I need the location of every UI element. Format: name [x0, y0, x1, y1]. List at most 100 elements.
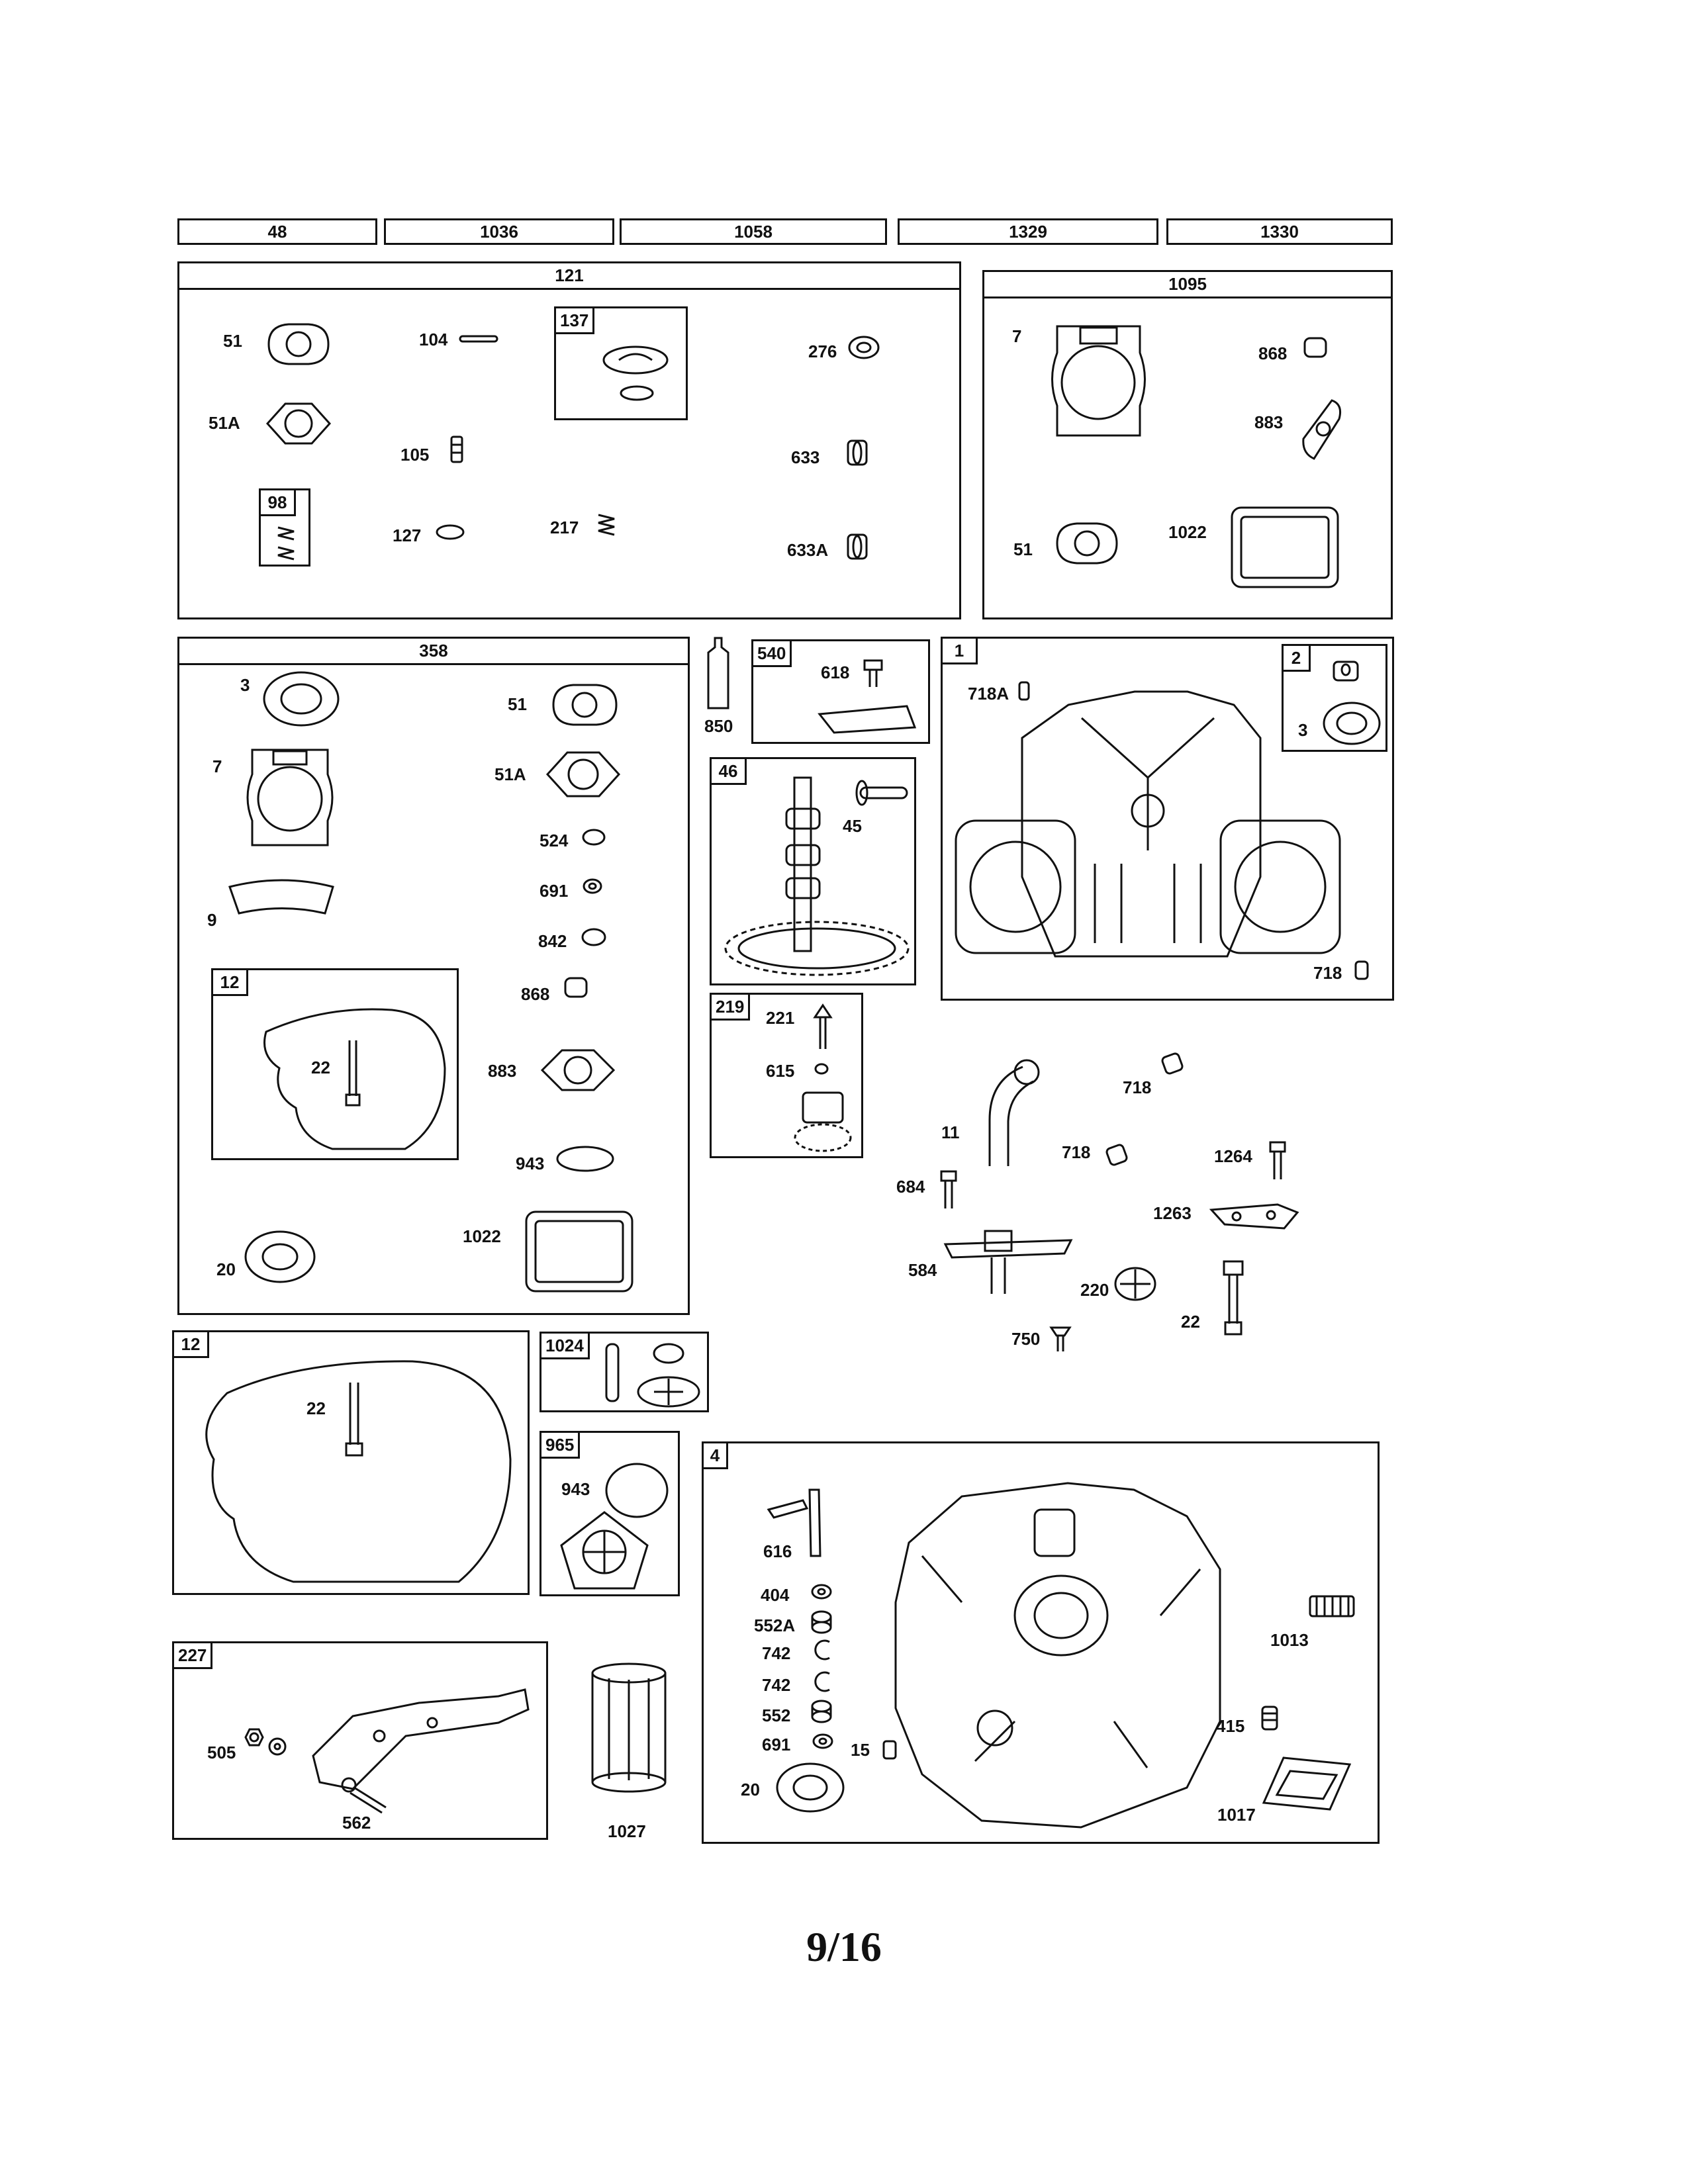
part-label: 691 — [539, 881, 569, 901]
dowel-icon — [1354, 960, 1369, 980]
crankcase-gasket-icon — [263, 1008, 446, 1150]
spring-icon — [277, 526, 295, 561]
part-label: 562 — [342, 1813, 371, 1833]
pin-icon — [605, 1343, 620, 1402]
rotor-icon — [637, 1343, 700, 1408]
part-label: 51A — [209, 413, 240, 433]
bushing-icon — [847, 439, 868, 466]
washer-icon — [812, 1733, 833, 1749]
part-label: 943 — [561, 1479, 590, 1499]
part-label: 1264 — [1214, 1146, 1252, 1166]
o-ring-icon — [581, 928, 606, 946]
part-box-1036: 1036 — [384, 218, 614, 245]
washer-icon — [436, 524, 465, 540]
part-label: 883 — [488, 1061, 517, 1081]
valve-icon — [450, 435, 463, 463]
bushing-icon — [811, 1700, 832, 1723]
o-ring-icon — [620, 385, 654, 401]
cylinder-assembly-1: 1 718A 718 2 3 — [941, 637, 1394, 1001]
sub-kit-tag: 2 — [1282, 644, 1311, 672]
governor-shaft-icon — [767, 1488, 821, 1557]
seal-ring-icon — [848, 336, 880, 359]
oil-seal-icon — [1323, 702, 1381, 745]
head-gasket-icon — [246, 749, 334, 846]
sub-kit-2: 2 3 — [1282, 644, 1387, 752]
screw-icon — [863, 659, 883, 687]
part-label: 505 — [207, 1743, 236, 1762]
part-label: 633 — [791, 447, 820, 467]
gasket-icon — [265, 402, 332, 445]
part-label: 633A — [787, 540, 829, 560]
head-gasket-icon — [1051, 325, 1146, 437]
gasket-set-1095: 1095 7 868 883 51 1022 — [982, 270, 1393, 619]
group-title: 358 — [179, 639, 688, 665]
part-label: 718 — [1313, 963, 1342, 983]
bolt-icon — [1269, 1141, 1286, 1179]
part-box-1329: 1329 — [898, 218, 1158, 245]
cover-gasket-icon — [1231, 506, 1339, 588]
part-label: 750 — [1011, 1329, 1041, 1349]
governor-gear-icon — [794, 1091, 852, 1152]
part-label: 22 — [1181, 1312, 1200, 1332]
part-label: 415 — [1216, 1716, 1245, 1736]
plug-icon — [882, 1740, 897, 1760]
intake-gasket-icon — [1302, 399, 1342, 460]
part-label: 221 — [766, 1008, 795, 1028]
washer-icon — [582, 829, 606, 846]
crankcase-gasket-12: 12 22 — [172, 1330, 530, 1595]
bolt-icon — [345, 1383, 363, 1457]
gasket-set-121: 121 51 51A 104 105 127 217 276 633 633A … — [177, 261, 961, 619]
nut-icon — [244, 1728, 264, 1747]
valve-disc-icon — [1114, 1267, 1156, 1301]
part-label: 552 — [762, 1706, 791, 1725]
spring-icon — [598, 514, 615, 536]
bushing-icon — [1303, 337, 1327, 358]
part-label: 20 — [741, 1780, 760, 1799]
group-title: 1095 — [984, 272, 1391, 298]
part-label: 584 — [908, 1260, 937, 1280]
sub-kit-98: 98 — [259, 488, 310, 567]
part-label: 9 — [207, 910, 217, 930]
part-label: 718 — [1123, 1077, 1152, 1097]
washer-icon — [811, 1584, 832, 1600]
bolt-icon — [345, 1040, 361, 1107]
part-label: 11 — [941, 1122, 960, 1142]
dowel-icon — [1333, 660, 1359, 682]
clip-icon — [814, 1671, 830, 1692]
part-label: 22 — [306, 1398, 326, 1418]
bushing-icon — [564, 977, 588, 998]
kit-540: 540 618 — [751, 639, 930, 744]
part-label: 883 — [1254, 412, 1284, 432]
part-label: 742 — [762, 1643, 791, 1663]
part-label: 7 — [212, 756, 222, 776]
part-label: 850 — [704, 716, 733, 736]
fitting-icon — [1261, 1706, 1278, 1731]
governor-kit-219: 219 221 615 — [710, 993, 863, 1158]
crankcase-gasket-icon — [205, 1360, 512, 1583]
part-label: 552A — [754, 1615, 796, 1635]
part-label: 3 — [240, 675, 250, 695]
part-label: 20 — [216, 1259, 236, 1279]
camshaft-kit-46: 46 45 — [710, 757, 916, 985]
camshaft-icon — [785, 776, 821, 952]
pump-housing-icon — [560, 1511, 649, 1590]
kit-tag: 46 — [710, 757, 747, 785]
kit-tag: 1 — [941, 637, 978, 664]
oil-seal-icon — [244, 1230, 316, 1283]
dowel-icon — [1105, 1144, 1128, 1166]
part-box-48: 48 — [177, 218, 377, 245]
gasket-icon — [545, 751, 621, 797]
gasket-icon — [552, 684, 618, 726]
clip-icon — [814, 1063, 829, 1075]
o-ring-icon — [556, 1146, 614, 1172]
part-label: 691 — [762, 1735, 791, 1754]
kit-1024: 1024 — [539, 1332, 709, 1412]
part-label: 220 — [1080, 1280, 1109, 1300]
dowel-icon — [1161, 1052, 1184, 1075]
valve-cover-gasket-icon — [602, 345, 669, 375]
filter-pad-icon — [1309, 1595, 1355, 1617]
o-ring-icon — [605, 1463, 669, 1518]
pin-icon — [459, 335, 498, 343]
sub-kit-tag: 98 — [259, 488, 296, 516]
bolt-icon — [1223, 1260, 1244, 1336]
